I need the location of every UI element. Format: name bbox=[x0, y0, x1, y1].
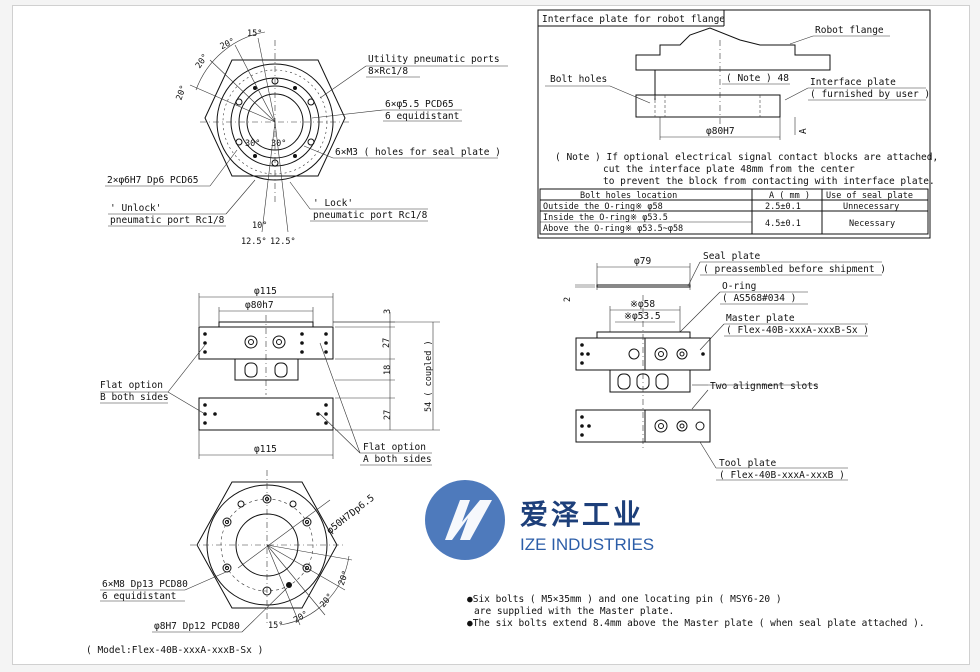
svg-text:20°: 20° bbox=[337, 569, 352, 587]
svg-text:( Flex-40B-xxxA-xxxB ): ( Flex-40B-xxxA-xxxB ) bbox=[719, 470, 845, 481]
top-view-outline bbox=[204, 59, 346, 177]
svg-text:φ8H7 Dp12 PCD80: φ8H7 Dp12 PCD80 bbox=[154, 621, 240, 632]
svg-text:are supplied with the Master p: are supplied with the Master plate. bbox=[474, 606, 674, 617]
svg-text:A both sides: A both sides bbox=[363, 454, 432, 465]
svg-text:Two alignment slots: Two alignment slots bbox=[710, 381, 819, 392]
svg-text:20°: 20° bbox=[318, 592, 336, 610]
bottom-view: φ50H7Dp6.5 15° 20° 20° 20° 6×M8 Dp13 PCD… bbox=[86, 470, 377, 656]
svg-text:Flat option: Flat option bbox=[100, 380, 163, 391]
svg-text:6 equidistant: 6 equidistant bbox=[102, 591, 176, 602]
svg-text:Inside the O-ring※ φ53.5: Inside the O-ring※ φ53.5 bbox=[543, 213, 668, 223]
svg-text:2×φ6H7 Dp6 PCD65: 2×φ6H7 Dp6 PCD65 bbox=[107, 175, 199, 186]
brand-name-cn: 爱泽工业 bbox=[520, 498, 644, 531]
svg-text:12.5°: 12.5° bbox=[241, 237, 267, 247]
ize-logo: 爱泽工业 IZE INDUSTRIES bbox=[425, 480, 654, 560]
svg-text:18: 18 bbox=[383, 365, 393, 375]
svg-text:pneumatic port Rc1/8: pneumatic port Rc1/8 bbox=[110, 215, 225, 226]
robot-flange-shape bbox=[635, 27, 831, 71]
svg-text:2: 2 bbox=[563, 297, 573, 302]
svg-text:12.5°: 12.5° bbox=[270, 237, 296, 247]
svg-text:●Six bolts ( M5×35mm ) and one: ●Six bolts ( M5×35mm ) and one locating … bbox=[467, 594, 782, 605]
svg-text:3: 3 bbox=[383, 309, 393, 314]
svg-text:Above the O-ring※ φ53.5~φ58: Above the O-ring※ φ53.5~φ58 bbox=[543, 224, 683, 234]
svg-text:Necessary: Necessary bbox=[849, 219, 895, 229]
svg-text:20°: 20° bbox=[175, 84, 190, 102]
svg-text:●The six bolts extend 8.4mm ab: ●The six bolts extend 8.4mm above the Ma… bbox=[467, 618, 925, 629]
svg-text:15°: 15° bbox=[268, 621, 283, 631]
svg-text:( Flex-40B-xxxA-xxxB-Sx ): ( Flex-40B-xxxA-xxxB-Sx ) bbox=[726, 325, 869, 336]
svg-text:30°: 30° bbox=[271, 139, 286, 149]
svg-text:54 ( coupled ): 54 ( coupled ) bbox=[424, 340, 434, 412]
svg-text:Unnecessary: Unnecessary bbox=[843, 202, 899, 212]
svg-text:Seal plate: Seal plate bbox=[703, 251, 760, 262]
svg-text:4.5±0.1: 4.5±0.1 bbox=[765, 219, 801, 229]
svg-text:O-ring: O-ring bbox=[722, 281, 756, 292]
svg-text:Utility pneumatic ports: Utility pneumatic ports bbox=[368, 54, 500, 65]
svg-text:to prevent the block from cont: to prevent the block from contacting wit… bbox=[603, 176, 935, 187]
svg-text:( preassembled before shipment: ( preassembled before shipment ) bbox=[703, 264, 886, 275]
tool-plate-side bbox=[198, 397, 334, 431]
svg-text:6 equidistant: 6 equidistant bbox=[385, 111, 459, 122]
svg-text:( AS568#034 ): ( AS568#034 ) bbox=[722, 293, 796, 304]
svg-text:15°: 15° bbox=[247, 29, 262, 39]
top-view: 20° 20° 15° 20° 30° 30° 10° 12.5° 12.5° … bbox=[105, 29, 508, 247]
svg-text:B both sides: B both sides bbox=[100, 392, 169, 403]
svg-text:( furnished by user ): ( furnished by user ) bbox=[810, 89, 930, 100]
svg-text:Flat option: Flat option bbox=[363, 442, 426, 453]
svg-text:27: 27 bbox=[382, 338, 392, 348]
svg-text:6×M8 Dp13 PCD80: 6×M8 Dp13 PCD80 bbox=[102, 579, 188, 590]
svg-text:Outside the O-ring※ φ58: Outside the O-ring※ φ58 bbox=[543, 202, 663, 212]
svg-text:' Lock': ' Lock' bbox=[313, 198, 353, 209]
svg-text:φ80h7: φ80h7 bbox=[245, 300, 274, 311]
svg-text:( Note ) 48: ( Note ) 48 bbox=[726, 73, 789, 84]
svg-text:' Unlock': ' Unlock' bbox=[110, 203, 161, 214]
side-view: φ115 φ80h7 φ115 bbox=[100, 286, 440, 466]
svg-text:Master plate: Master plate bbox=[726, 313, 795, 324]
svg-text:※φ58: ※φ58 bbox=[630, 299, 655, 310]
svg-text:8×Rc1/8: 8×Rc1/8 bbox=[368, 66, 408, 77]
svg-text:27: 27 bbox=[383, 410, 393, 420]
svg-text:pneumatic port Rc1/8: pneumatic port Rc1/8 bbox=[313, 210, 428, 221]
svg-text:20°: 20° bbox=[219, 37, 237, 53]
svg-text:( Model:Flex-40B-xxxA-xxxB-Sx: ( Model:Flex-40B-xxxA-xxxB-Sx ) bbox=[86, 645, 263, 656]
bottom-view-bolt-holes bbox=[222, 494, 312, 596]
svg-text:Interface plate: Interface plate bbox=[810, 77, 896, 88]
svg-text:φ115: φ115 bbox=[254, 444, 277, 455]
svg-text:φ115: φ115 bbox=[254, 286, 277, 297]
svg-text:A ( mm ): A ( mm ) bbox=[769, 191, 810, 201]
svg-text:30°: 30° bbox=[245, 139, 260, 149]
svg-text:6×M3 ( holes for seal plate ): 6×M3 ( holes for seal plate ) bbox=[335, 147, 501, 158]
svg-text:10°: 10° bbox=[252, 221, 267, 231]
svg-text:( Note ) If optional electric: ( Note ) If optional electrical signal c… bbox=[555, 152, 938, 163]
tool-plate-right bbox=[575, 409, 711, 443]
svg-text:Robot flange: Robot flange bbox=[815, 25, 884, 36]
right-view: φ79 Seal plate ( preassembled before shi… bbox=[563, 251, 886, 481]
svg-text:φ50H7Dp6.5: φ50H7Dp6.5 bbox=[325, 493, 377, 537]
svg-text:A: A bbox=[798, 128, 809, 134]
svg-text:2.5±0.1: 2.5±0.1 bbox=[765, 202, 801, 212]
svg-text:6×φ5.5 PCD65: 6×φ5.5 PCD65 bbox=[385, 99, 454, 110]
bolt-holes-table: Bolt holes location A ( mm ) Use of seal… bbox=[539, 188, 929, 235]
drawing-sheet bbox=[12, 5, 970, 665]
svg-text:20°: 20° bbox=[194, 52, 211, 70]
svg-text:Interface plate for robot flan: Interface plate for robot flange bbox=[542, 14, 725, 25]
svg-text:cut the interface plate 48mm f: cut the interface plate 48mm from the ce… bbox=[603, 164, 855, 175]
svg-text:Bolt holes location: Bolt holes location bbox=[580, 191, 677, 201]
svg-text:Bolt holes: Bolt holes bbox=[550, 74, 607, 85]
svg-text:Use of seal plate: Use of seal plate bbox=[826, 191, 913, 201]
svg-text:φ79: φ79 bbox=[634, 256, 651, 267]
svg-text:Tool plate: Tool plate bbox=[719, 458, 776, 469]
supply-notes: ●Six bolts ( M5×35mm ) and one locating … bbox=[467, 594, 925, 629]
svg-text:※φ53.5: ※φ53.5 bbox=[624, 311, 661, 322]
interface-plate-box: Interface plate for robot flange Robot f… bbox=[537, 9, 938, 239]
brand-name-en: IZE INDUSTRIES bbox=[520, 535, 654, 554]
interface-plate-shape bbox=[635, 94, 781, 118]
svg-text:φ80H7: φ80H7 bbox=[706, 126, 735, 137]
